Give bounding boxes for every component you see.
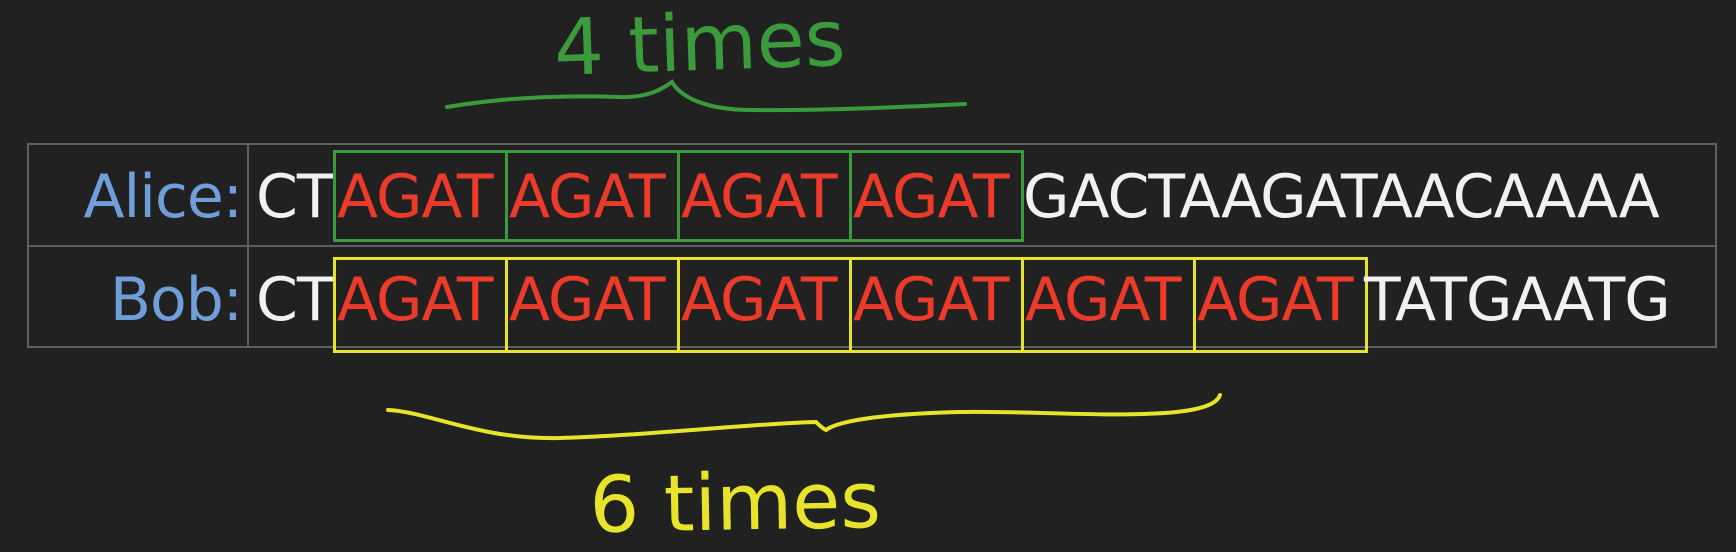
bob-repeat-unit: AGAT: [853, 265, 1010, 335]
bob-repeat-brace: [386, 393, 1222, 441]
bob-name-label: Bob:: [109, 265, 243, 335]
alice-repeat-unit: AGAT: [853, 162, 1010, 232]
bob-repeat-unit: AGAT: [509, 265, 666, 335]
alice-name-label: Alice:: [83, 162, 243, 232]
bob-prefix: CT: [256, 265, 334, 335]
alice-repeat-unit: AGAT: [509, 162, 666, 232]
bob-repeat-unit: AGAT: [681, 265, 838, 335]
alice-prefix: CT: [256, 162, 334, 232]
table-row-divider: [27, 245, 1717, 247]
bob-suffix: TATGAATG: [1364, 265, 1671, 335]
alice-repeat-box: [849, 150, 1024, 242]
alice-repeat-unit: AGAT: [337, 162, 494, 232]
alice-repeat-unit: AGAT: [681, 162, 838, 232]
bob-repeat-box: [1193, 257, 1368, 353]
bob-repeat-unit: AGAT: [1025, 265, 1182, 335]
bob-repeat-count-label: 6 times: [589, 456, 882, 551]
alice-suffix: GACTAAGATAACAAAA: [1023, 162, 1660, 232]
bob-repeat-unit: AGAT: [337, 265, 494, 335]
alice-repeat-brace: [445, 79, 967, 113]
alice-repeat-count-label: 4 times: [553, 0, 847, 94]
bob-repeat-unit: AGAT: [1197, 265, 1354, 335]
